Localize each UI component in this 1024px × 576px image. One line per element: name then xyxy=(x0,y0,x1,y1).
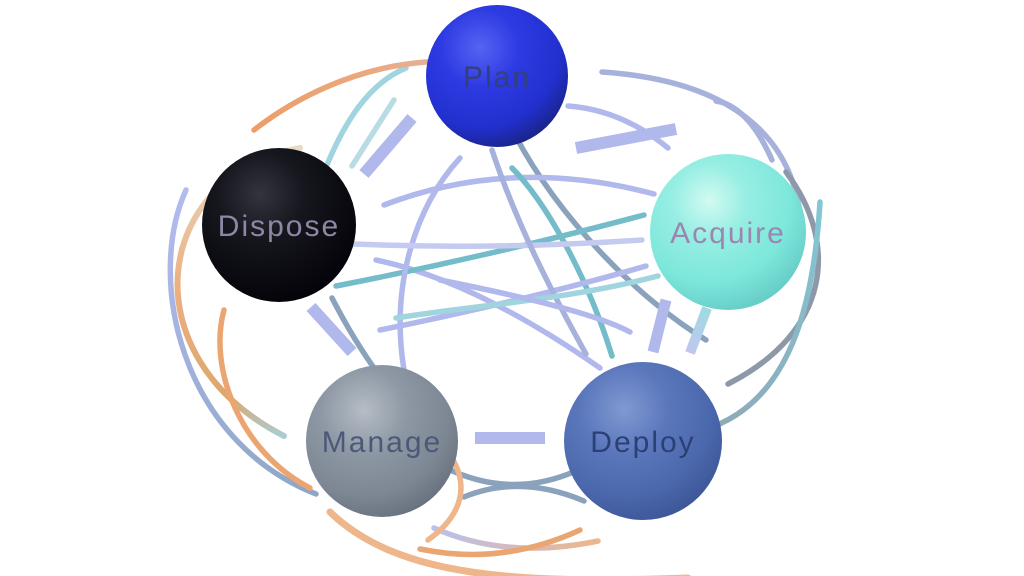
arrow-dispose-manage-two-way xyxy=(306,302,357,357)
arrow-dispose-plan-two-way xyxy=(359,114,417,178)
node-acquire-label: Acquire xyxy=(670,217,786,250)
arrow-manage-right-segment xyxy=(425,455,464,543)
arrow-deploy-to-plan-teal xyxy=(509,165,615,359)
node-dispose-label: Dispose xyxy=(218,210,340,243)
node-deploy-label: Deploy xyxy=(590,426,695,459)
arrow-acquire-to-deploy-outer xyxy=(725,169,822,387)
arrow-gray-strand-plan-deploy xyxy=(512,132,709,343)
arrow-dispose-to-acquire-teal xyxy=(333,212,647,289)
arrow-dispose-to-plan-pale xyxy=(349,97,397,169)
arrow-deploy-to-acquire-thick xyxy=(647,298,672,354)
node-dispose-circle xyxy=(202,148,356,302)
arrow-manage-to-dispose-left-arc xyxy=(167,187,319,497)
arrow-dispose-to-acquire-mid xyxy=(351,237,645,249)
node-manage-circle xyxy=(306,365,458,517)
arrow-deploy-to-manage-lower xyxy=(431,525,601,551)
node-plan-circle xyxy=(426,5,568,147)
arrow-deploy-to-acquire-arc xyxy=(700,199,823,433)
arrow-deploy-to-manage-cross xyxy=(461,483,587,504)
arrow-manage-to-dispose-inner xyxy=(217,307,313,491)
arrow-acquire-deploy-two-way xyxy=(685,306,712,355)
arrow-bottom-orange-arc xyxy=(326,508,691,576)
arrow-acquire-to-manage-cyan xyxy=(393,273,661,321)
node-manage-label: Manage xyxy=(322,426,442,459)
arrow-manage-to-deploy-orange xyxy=(417,527,583,558)
arrow-deploy-to-dispose xyxy=(373,257,603,371)
node-deploy-circle xyxy=(564,362,722,520)
arrow-plan-acquire-two-way xyxy=(574,123,678,154)
arrow-plan-to-deploy xyxy=(489,147,589,357)
arrow-acquire-to-dispose xyxy=(381,174,657,208)
arrow-manage-to-deploy-cross xyxy=(443,465,581,488)
node-acquire-circle xyxy=(650,154,806,310)
arrow-plan-to-acquire-short xyxy=(565,103,671,151)
arrow-acquire-to-plan-short xyxy=(713,98,775,163)
arrow-center-to-deploy-small xyxy=(437,277,633,335)
arrow-manage-to-plan xyxy=(397,155,463,373)
node-plan-label: Plan xyxy=(463,61,531,94)
